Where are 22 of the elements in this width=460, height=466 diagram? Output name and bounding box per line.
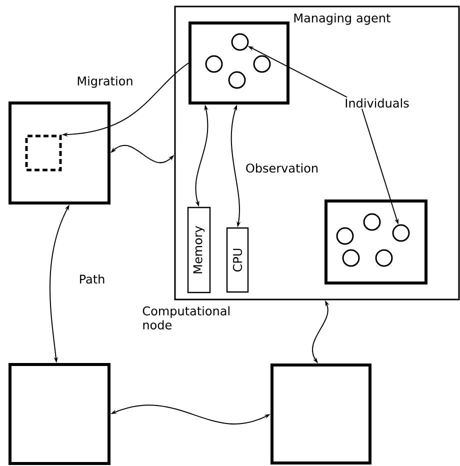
individual-circle — [392, 224, 410, 242]
node-heading: Computational node — [142, 306, 230, 330]
individual-circle — [205, 55, 223, 73]
individual-circle — [342, 249, 360, 267]
individual-circle — [228, 71, 246, 89]
individual-circle — [375, 249, 393, 267]
resource-box: Memory — [187, 206, 211, 294]
edge-label: Migration — [78, 76, 132, 88]
edge-label: Path — [80, 274, 104, 284]
callout-text: Individuals — [346, 98, 409, 108]
agent-box — [8, 363, 110, 465]
individual-circle — [363, 213, 381, 231]
agent-box — [8, 102, 110, 204]
agent-box — [270, 364, 372, 464]
node-heading: Managing agent — [294, 13, 390, 25]
resource-box: CPU — [226, 227, 249, 293]
individual-circle — [253, 55, 271, 73]
agent-box — [324, 200, 428, 284]
edge-label: Observation — [246, 163, 318, 173]
individual-circle — [336, 227, 354, 245]
individual-circle — [231, 33, 249, 51]
migrant-box — [25, 134, 62, 172]
